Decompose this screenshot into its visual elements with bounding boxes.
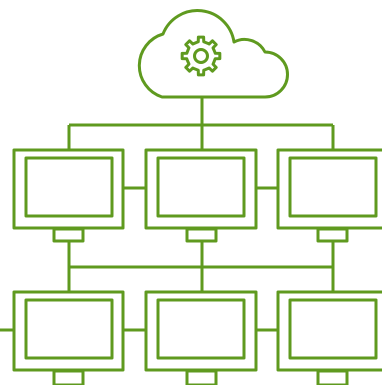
monitor-icon <box>144 290 258 385</box>
monitor-icon <box>276 290 382 385</box>
monitor-icon <box>12 290 125 385</box>
gear-outline <box>180 35 222 77</box>
monitor-icon <box>276 148 382 243</box>
monitor-icon <box>12 148 125 243</box>
gear-hub <box>193 48 209 64</box>
monitor-row-1 <box>12 148 382 243</box>
gear-icon <box>180 35 222 77</box>
cloud-icon <box>137 9 289 99</box>
network-connections <box>0 97 335 332</box>
monitor-icon <box>144 148 258 243</box>
monitor-row-2 <box>12 290 382 385</box>
